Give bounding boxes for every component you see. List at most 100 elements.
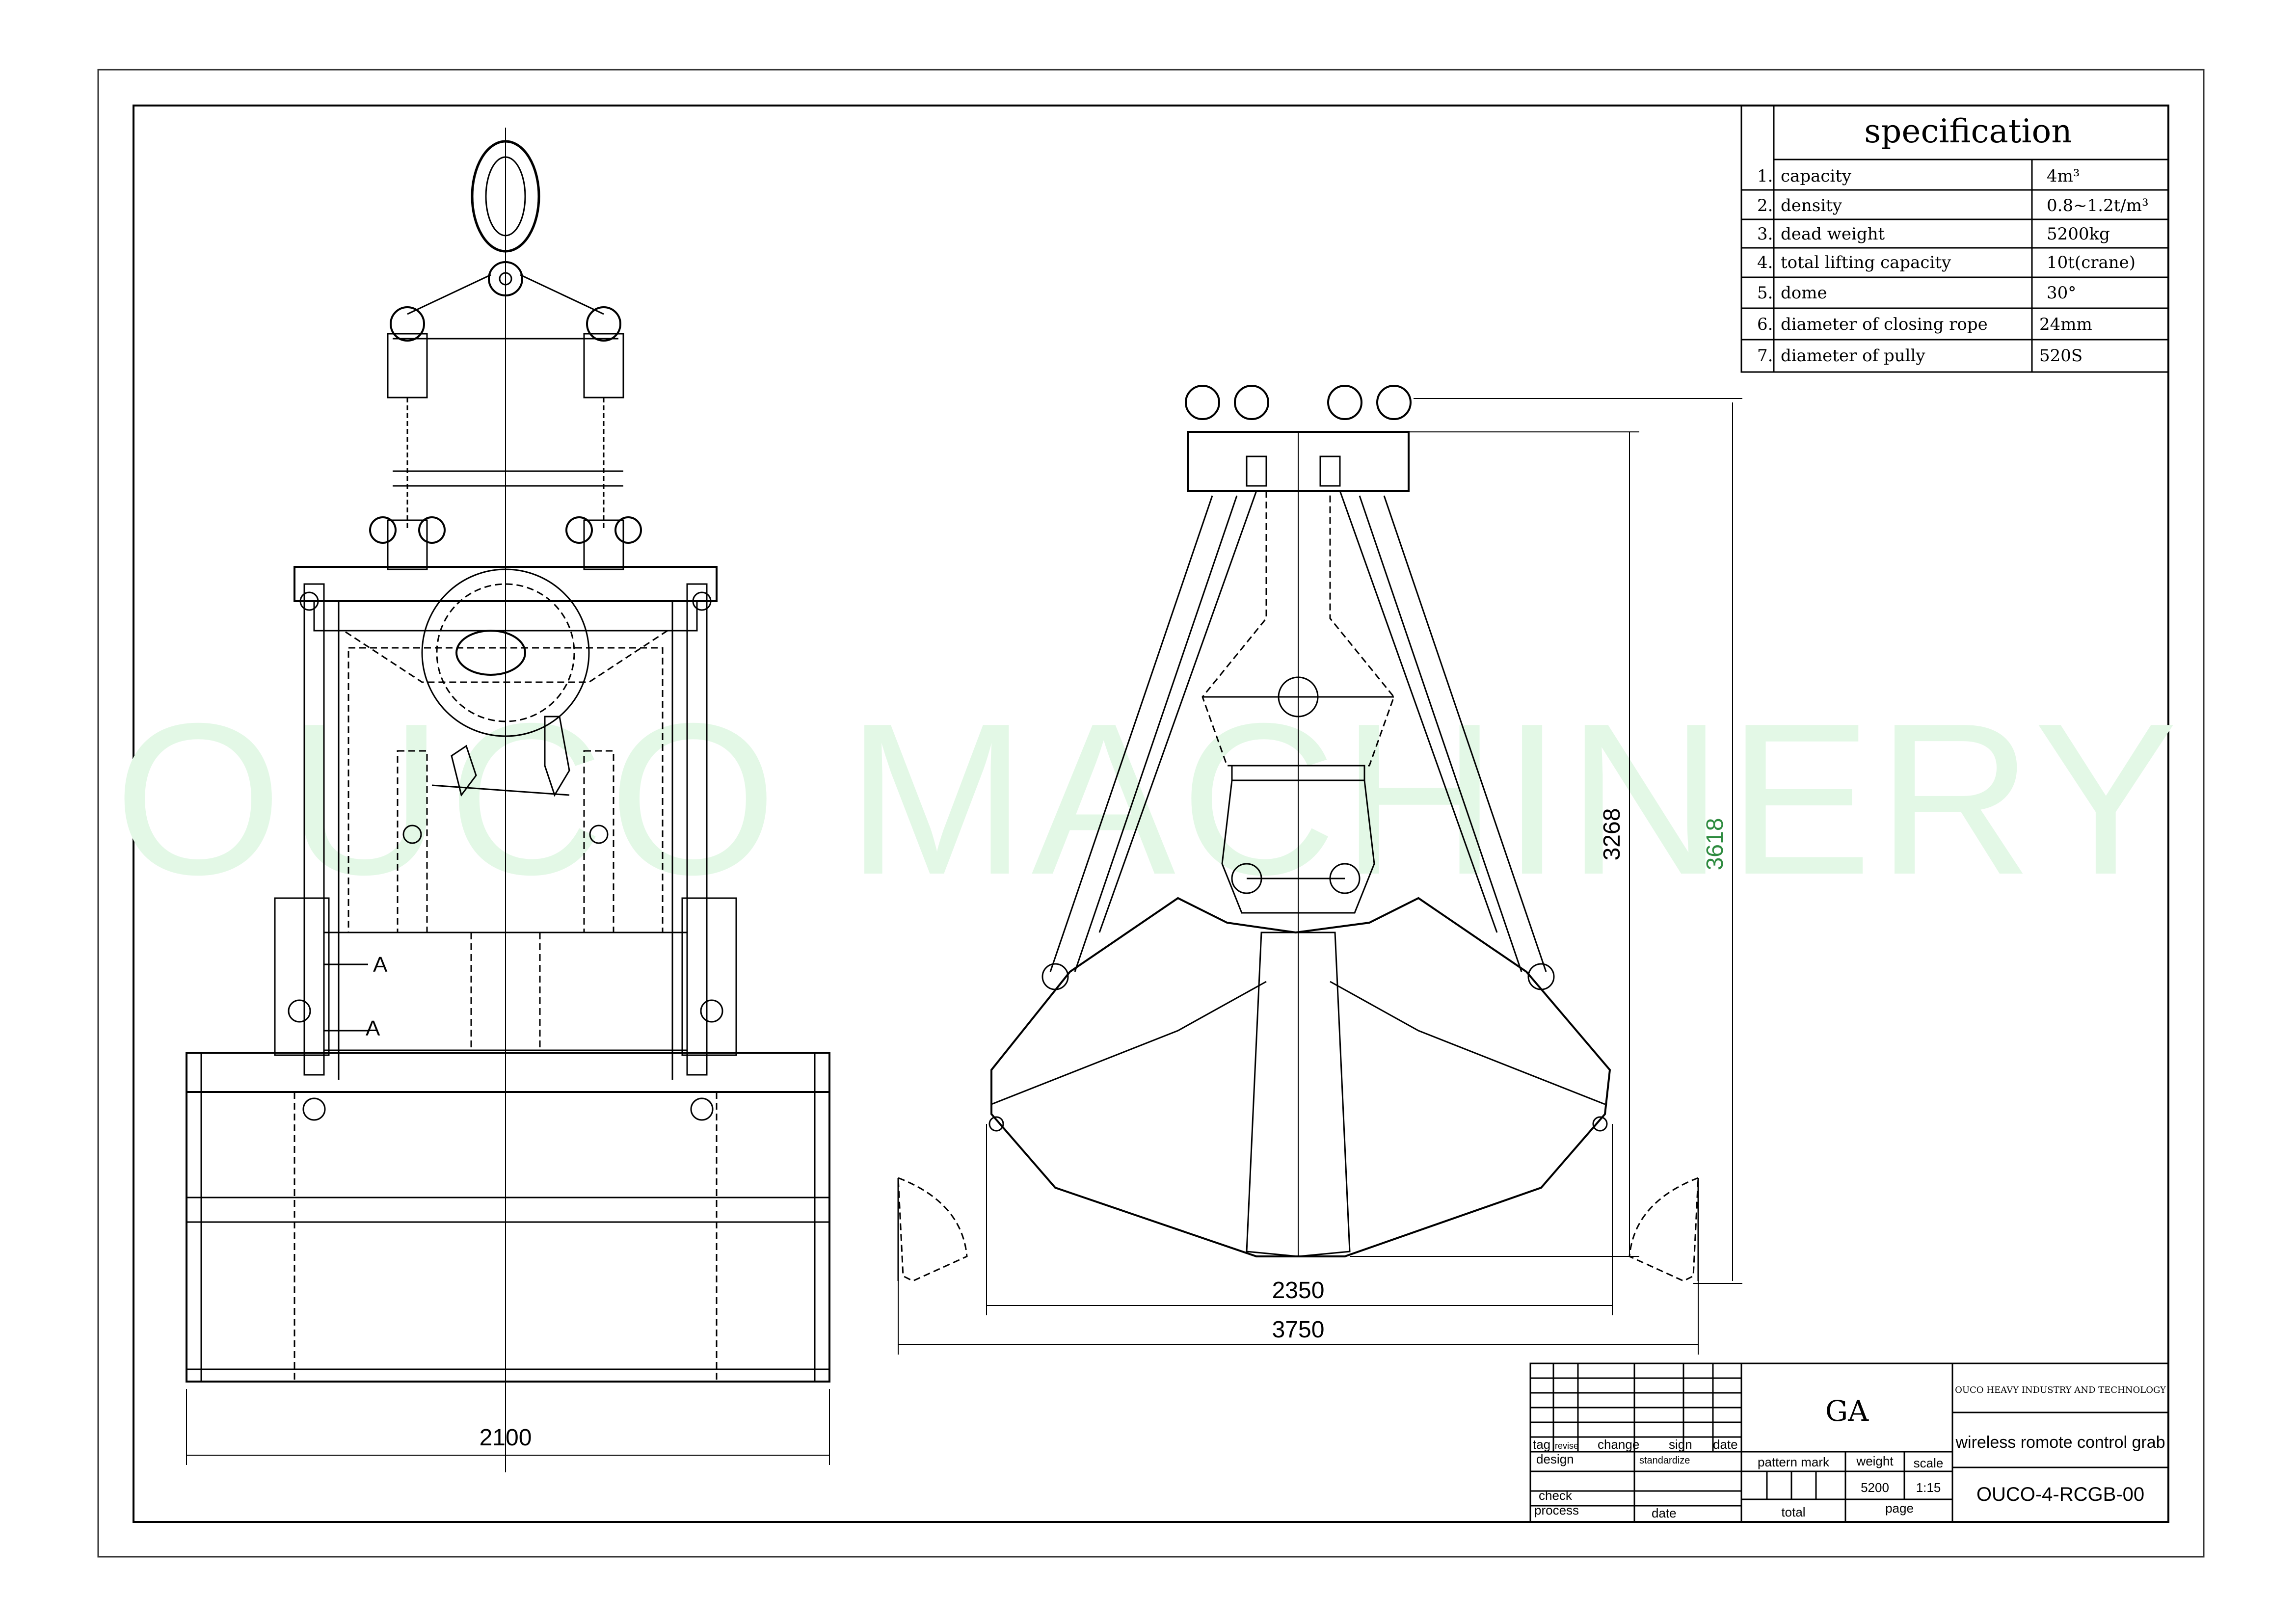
open-jaw-left [897,1176,968,1282]
spec-row-1-value: 4m³ [2047,166,2080,186]
tb-scale: scale [1914,1456,1944,1470]
bucket-body [186,1091,830,1383]
watermark: OUCO MACHINERY [114,679,2183,920]
head-pulley-block-left [387,519,428,570]
sling-left [407,274,491,315]
tb-page: page [1885,1501,1914,1516]
tb-revise: revise [1555,1441,1578,1451]
tb-weight-value: 5200 [1861,1480,1889,1495]
bucket-left-edge [991,981,1267,1105]
section-mark-bottom: A [366,1016,380,1040]
side-view [897,385,1742,1355]
upper-pulley-right [586,306,621,342]
bottom-bolt-left [302,1097,326,1121]
upper-pulley-left [390,306,425,342]
spec-row-4-item: total lifting capacity [1781,253,1951,272]
lifting-shackle [488,261,523,296]
arm-right-inner [1359,495,1522,972]
lifting-ring-inner [485,156,526,237]
front-view [186,128,830,1472]
side-pulley-2 [1234,385,1269,420]
tb-process: process [1534,1503,1579,1518]
arm-left-outer [1049,495,1213,972]
tb-company: OUCO HEAVY INDUSTRY AND TECHNOLOGY [1955,1385,2166,1395]
spec-row-4-no: 4. [1757,253,1773,272]
head-pulley-left-a [369,516,397,544]
bucket-right-edge [1330,981,1605,1105]
top-bolt-left [299,591,319,611]
lower-crossbeam [323,932,688,1051]
upper-pulley-housing-right [583,333,624,399]
tooth-pin-right [1592,1116,1608,1132]
linkage [431,784,570,796]
front-width-dimension: 2100 [480,1425,532,1451]
tb-total: total [1781,1505,1805,1519]
cylinder-right [583,750,614,933]
winch-drum-inner [436,583,575,722]
title-block [1529,1362,2169,1523]
spec-row-2-no: 2. [1757,196,1773,215]
spec-row-5-value: 30° [2047,283,2076,303]
tb-weight: weight [1856,1454,1894,1468]
head-pulley-right-b [614,516,642,544]
tb-sign: sign [1669,1437,1692,1452]
spec-row-1-item: capacity [1781,166,1852,186]
dim-2350-label: 2350 [1272,1278,1325,1304]
motor-housing [341,630,670,683]
spec-row-6-item: diameter of closing rope [1781,315,1988,334]
arm-left-2-outer [1098,490,1257,933]
specification-table [1740,105,2169,373]
bearing-bolt-right [700,999,723,1023]
front-column-left [303,583,325,1076]
tb-drawing-type: GA [1825,1394,1869,1428]
cylinder-pin-right [589,825,609,844]
head-pulley-left-b [418,516,446,544]
spec-row-2-value: 0.8~1.2t/m³ [2047,196,2149,215]
spec-row-6-no: 6. [1757,315,1773,334]
arm-pin-right [1527,963,1555,990]
inner-frame [133,105,2169,1523]
spec-title: specification [1864,112,2072,150]
spec-row-7-item: diameter of pully [1781,346,1925,366]
tb-drawing-no: OUCO-4-RCGB-00 [1976,1484,2144,1505]
bucket-shell [990,897,1611,1257]
spec-row-6-value: 24mm [2039,315,2092,334]
side-head-pin-right [1319,455,1341,487]
side-pulley-1 [1185,385,1220,420]
tb-product-name: wireless romote control grab [1955,1433,2165,1452]
bucket-top-band [186,1052,830,1093]
spec-row-2-item: density [1781,196,1842,215]
spec-row-1-no: 1. [1757,166,1773,186]
spec-row-3-item: dead weight [1781,224,1885,244]
hook-right [544,716,570,797]
head-pulley-block-right [583,519,624,570]
bearing-bolt-left [288,999,311,1023]
dim-3268-label: 3268 [1599,808,1625,861]
tb-tag: tag [1533,1437,1550,1452]
hook-left [451,745,477,797]
section-mark-top: A [373,953,388,977]
head-pulley-right-a [565,516,593,544]
spec-row-5-no: 5. [1757,283,1773,303]
spec-row-7-no: 7. [1757,346,1773,366]
spec-rows: 1. capacity 4m³ 2. density 0.8~1.2t/m³ 3… [1757,166,2149,366]
tb-scale-value: 1:15 [1916,1480,1941,1495]
lifting-shackle-pin [499,272,512,286]
front-column-right [686,583,708,1076]
top-bolt-right [692,591,712,611]
outer-frame [97,69,2205,1558]
upper-pulley-housing-left [387,333,428,399]
open-jaw-right [1629,1176,1699,1282]
tb-change: change [1598,1437,1639,1452]
winch-drum [421,568,590,737]
arm-left-inner [1074,495,1238,972]
bearing-block-left [274,897,330,1056]
tb-standardize: standardize [1639,1455,1690,1466]
title-block-outer [1529,1362,2169,1523]
arm-pin-left [1041,963,1069,990]
bottom-bolt-right [690,1097,714,1121]
spec-row-7-value: 520S [2039,346,2082,366]
dim-3618-label: 3618 [1702,818,1728,871]
arm-right-outer [1383,495,1547,972]
arm-right-2-outer [1339,490,1498,933]
